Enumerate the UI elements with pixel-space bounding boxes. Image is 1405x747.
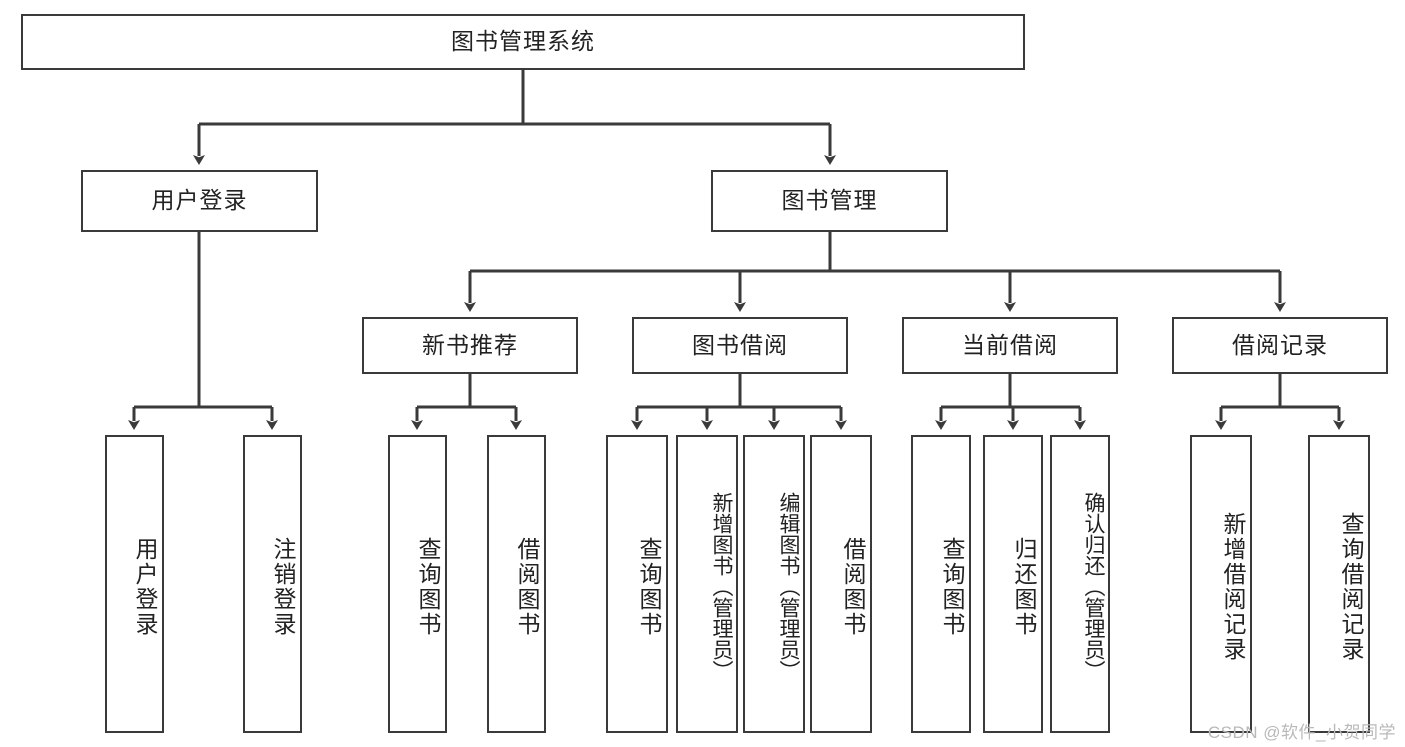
node-leaf-edit-book-admin[interactable]: 编辑图书（管理员） — [743, 435, 805, 733]
node-book-borrow[interactable]: 图书借阅 — [632, 317, 848, 374]
node-leaf-query-borrow-record[interactable]: 查询借阅记录 — [1308, 435, 1370, 733]
watermark-text: CSDN @软件_小贺同学 — [1207, 723, 1396, 742]
node-leaf-borrow-book-2[interactable]: 借阅图书 — [810, 435, 872, 733]
node-leaf-confirm-return-admin[interactable]: 确认归还（管理员） — [1050, 435, 1110, 733]
node-root-title[interactable]: 图书管理系统 — [21, 14, 1025, 70]
node-leaf-logout[interactable]: 注销登录 — [243, 435, 302, 733]
node-leaf-query-book-2[interactable]: 查询图书 — [606, 435, 668, 733]
node-borrow-record[interactable]: 借阅记录 — [1172, 317, 1388, 374]
node-leaf-add-borrow-record[interactable]: 新增借阅记录 — [1190, 435, 1252, 733]
node-leaf-add-book-admin[interactable]: 新增图书（管理员） — [676, 435, 738, 733]
node-leaf-return-book[interactable]: 归还图书 — [983, 435, 1043, 733]
node-leaf-user-login[interactable]: 用户登录 — [105, 435, 164, 733]
node-leaf-borrow-book-1[interactable]: 借阅图书 — [487, 435, 546, 733]
node-leaf-query-book-3[interactable]: 查询图书 — [911, 435, 971, 733]
node-current-borrow[interactable]: 当前借阅 — [902, 317, 1118, 374]
node-leaf-query-book-1[interactable]: 查询图书 — [388, 435, 447, 733]
node-book-manage[interactable]: 图书管理 — [711, 170, 948, 232]
node-user-login[interactable]: 用户登录 — [81, 170, 318, 232]
node-new-book-recommend[interactable]: 新书推荐 — [362, 317, 578, 374]
